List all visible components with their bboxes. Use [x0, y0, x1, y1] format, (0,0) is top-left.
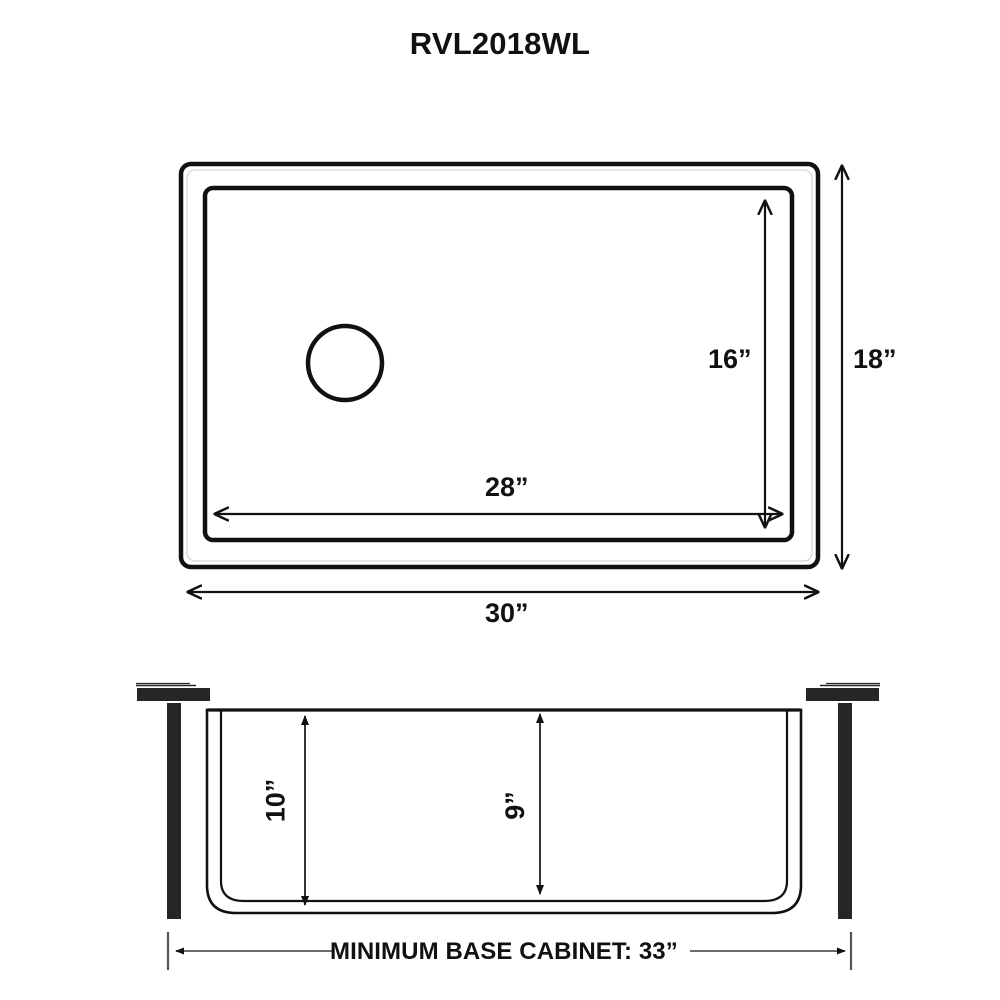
right-cabinet-countertop: [806, 688, 879, 701]
front-view-sink-body: [205, 708, 803, 915]
dimension-label-30in: 30”: [485, 598, 529, 628]
sink-inner-shell: [219, 710, 789, 903]
dimension-label-16in: 16”: [708, 344, 752, 374]
dimension-label-9in: 9”: [499, 791, 530, 820]
sink-rim-highlight: [186, 169, 813, 562]
dimension-label-28in: 28”: [485, 472, 529, 502]
left-cabinet-wall: [136, 682, 210, 919]
base-cabinet-caption: MINIMUM BASE CABINET: 33”: [330, 938, 678, 965]
dimension-base-cabinet: [166, 932, 853, 970]
dimension-label-10in: 10”: [260, 778, 291, 823]
left-cabinet-stile: [167, 703, 181, 919]
drain-hole-icon: [305, 323, 385, 403]
sink-outer-shell: [205, 708, 803, 915]
left-cabinet-countertop: [137, 688, 210, 701]
top-view-outline: [178, 161, 821, 570]
right-cabinet-stile: [838, 703, 852, 919]
right-cabinet-wall: [806, 682, 880, 919]
page-title: RVL2018WL: [409, 26, 591, 61]
sink-bowl: [202, 185, 795, 543]
dimension-label-18in: 18”: [853, 344, 897, 374]
